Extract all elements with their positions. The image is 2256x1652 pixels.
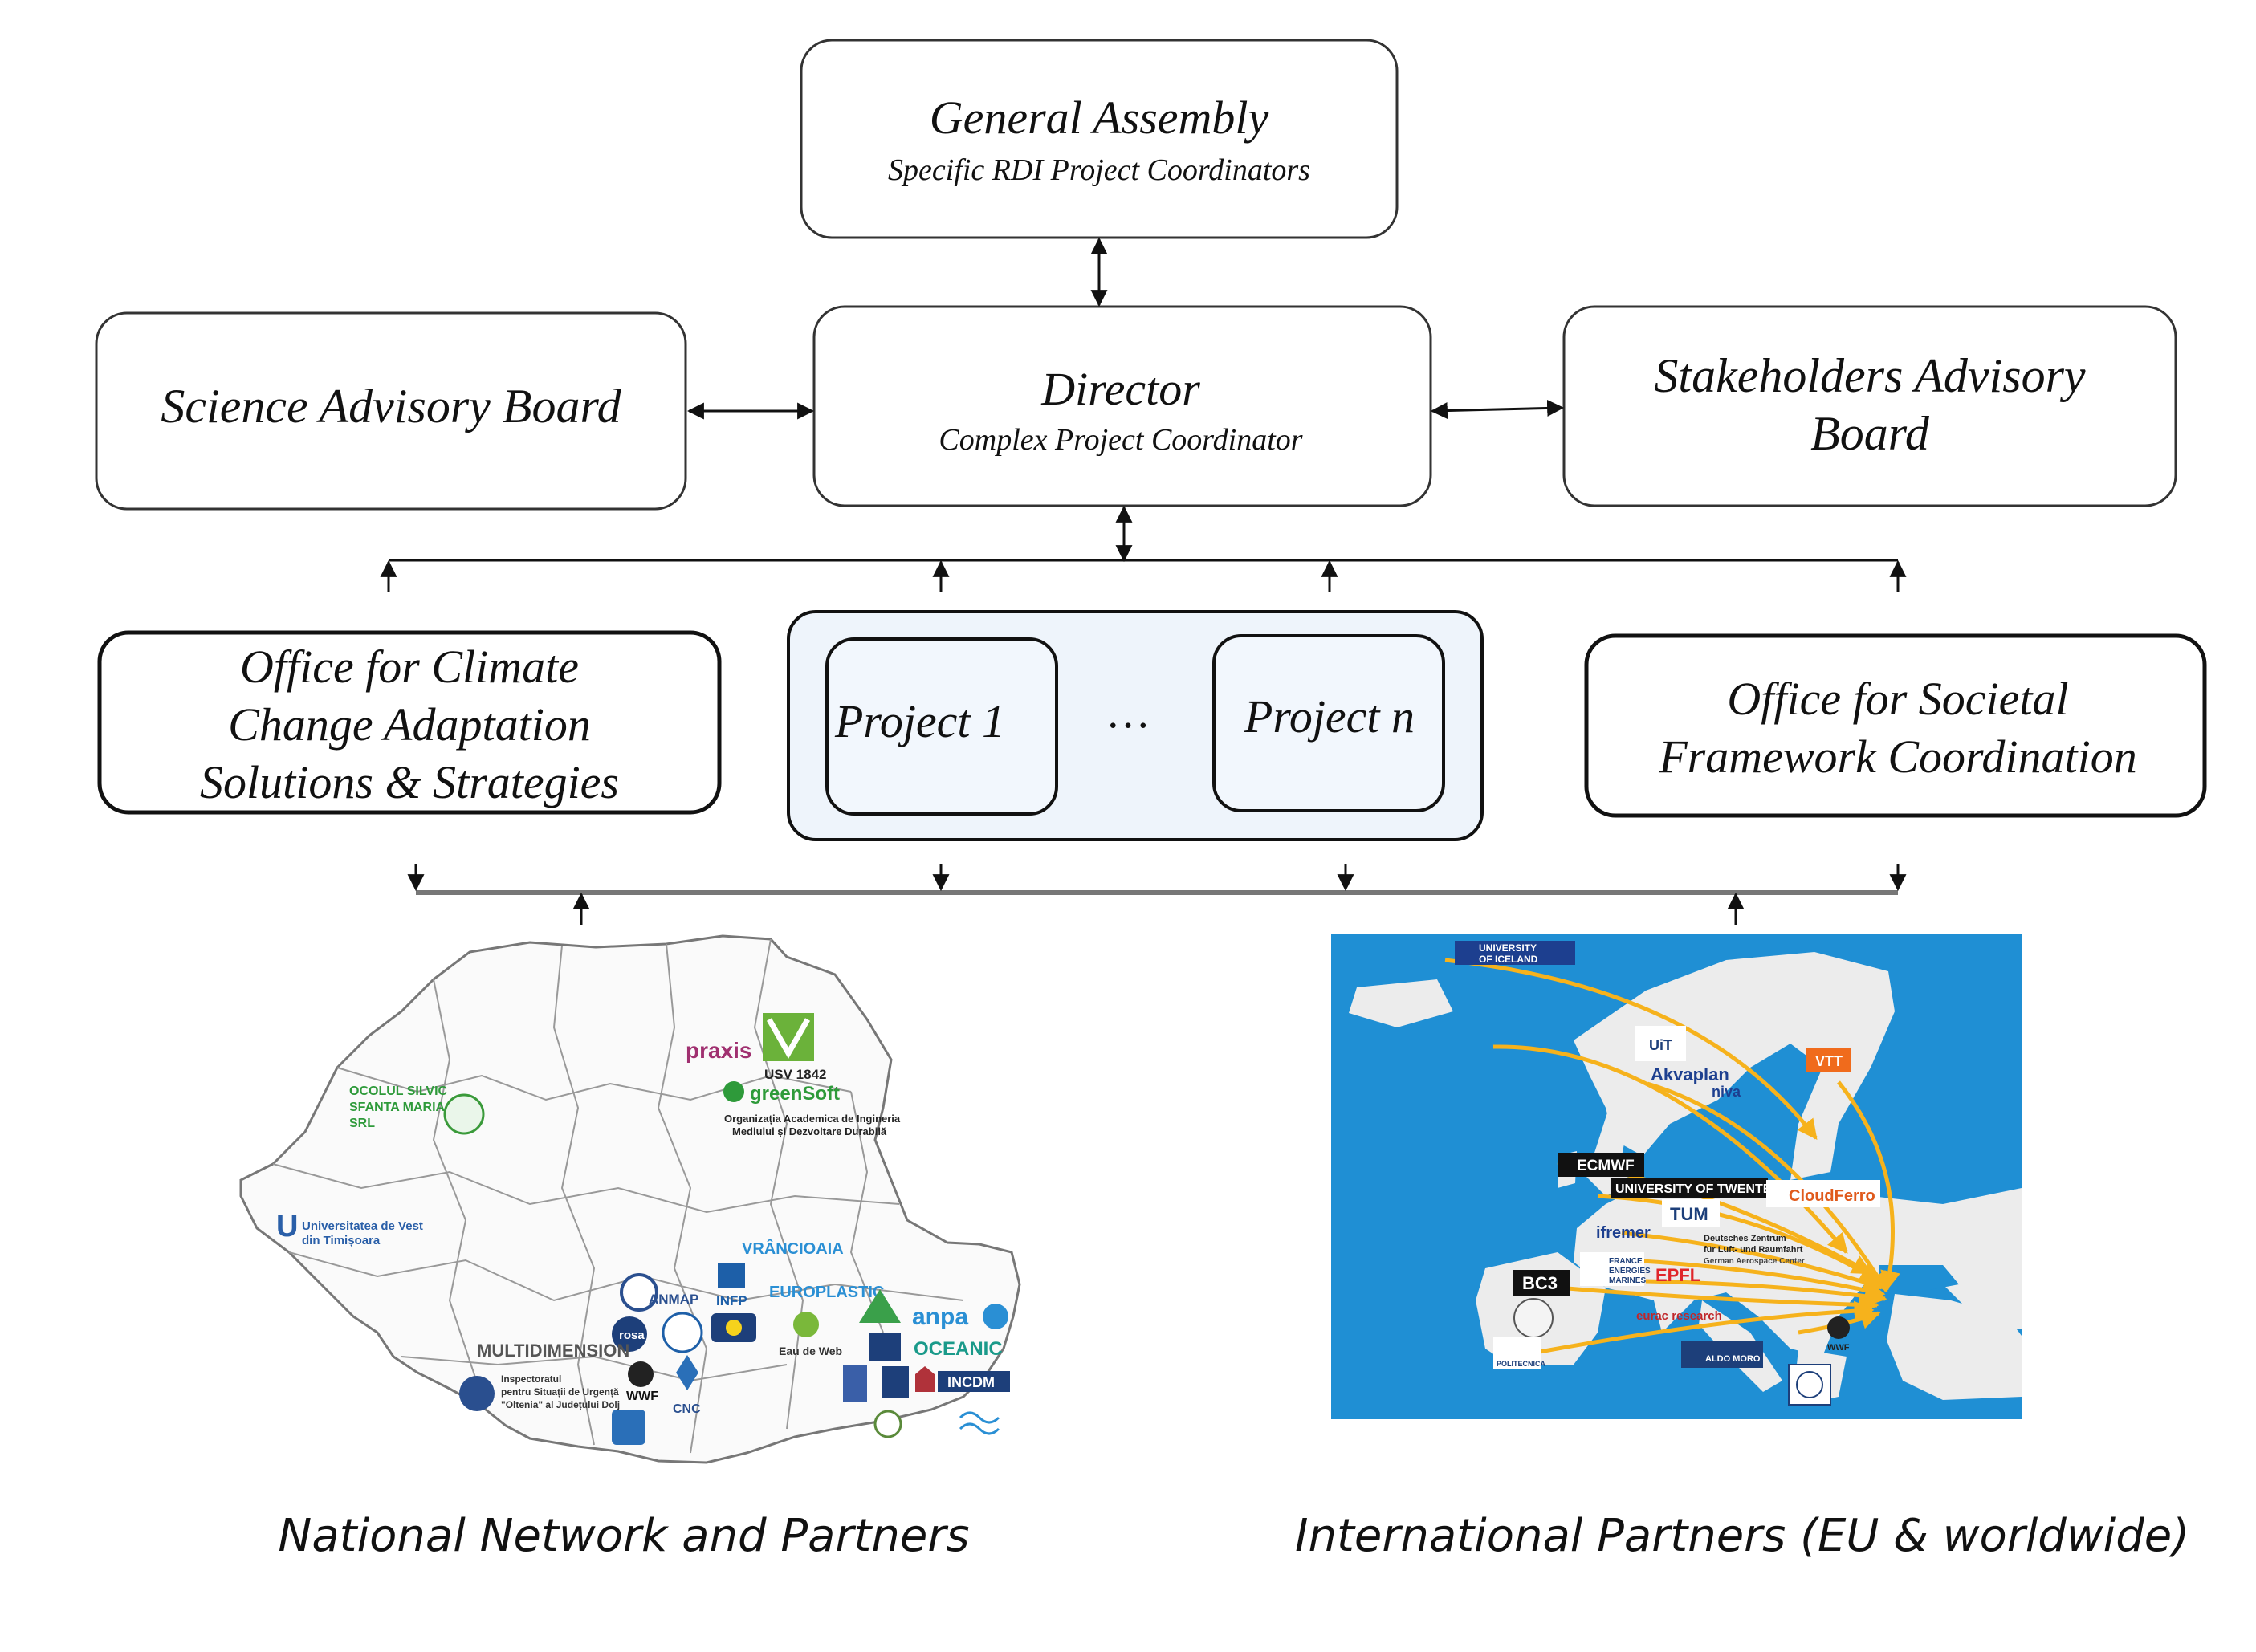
oceanic-logo: OCEANIC bbox=[914, 1338, 1003, 1360]
project-n-box bbox=[1212, 634, 1445, 812]
connectors bbox=[380, 237, 1907, 925]
wave-logo bbox=[959, 1411, 1000, 1435]
climate-office-line3: Solutions & Strategies bbox=[200, 756, 619, 808]
director-title: Director bbox=[1040, 363, 1200, 415]
multidimension-logo: MULTIDIMENSION bbox=[477, 1341, 629, 1361]
vtt-logo: VTT bbox=[1815, 1053, 1843, 1069]
greensoft-logo: greenSoft bbox=[750, 1083, 840, 1105]
ocolul-silvic-logo-line2: SFANTA MARIA bbox=[349, 1101, 446, 1114]
project-ellipsis: … bbox=[1109, 688, 1149, 738]
cloudferro-logo: CloudFerro bbox=[1789, 1187, 1875, 1205]
societal-office-line1: Office for Societal bbox=[1727, 673, 2068, 725]
oaimdd-logo-line1: Organizația Academica de Ingineria bbox=[724, 1113, 901, 1125]
rosa-logo: rosa bbox=[619, 1329, 645, 1342]
greek-university-logo bbox=[1788, 1364, 1831, 1406]
project-1-box bbox=[825, 637, 1058, 816]
wwf-logo: WWF bbox=[626, 1390, 658, 1403]
dlr-logo-line1: Deutsches Zentrum bbox=[1704, 1234, 1786, 1243]
director-subtitle: Complex Project Coordinator bbox=[939, 423, 1302, 457]
project-1-label: Project 1 bbox=[834, 695, 1005, 747]
eau-de-web-logo: Eau de Web bbox=[779, 1345, 842, 1357]
isu-logo-line3: "Oltenia" al Județului Dolj bbox=[501, 1399, 620, 1410]
wwf-international-logo: WWF bbox=[1827, 1343, 1850, 1353]
epfl-logo: EPFL bbox=[1655, 1265, 1700, 1285]
general-assembly-box: General Assembly Specific RDI Project Co… bbox=[800, 39, 1399, 239]
wwf-panda-icon bbox=[628, 1361, 654, 1387]
france-energies-logo-line3: MARINES bbox=[1609, 1276, 1646, 1285]
uvt-logo-line2: din Timișoara bbox=[302, 1234, 381, 1247]
general-assembly-subtitle: Specific RDI Project Coordinators bbox=[888, 153, 1310, 187]
tum-logo: TUM bbox=[1670, 1204, 1708, 1224]
ocolul-silvic-logo-line1: OCOLUL SILVIC bbox=[349, 1084, 448, 1098]
ocolul-silvic-logo-line3: SRL bbox=[349, 1117, 375, 1130]
ifremer-logo: ifremer bbox=[1596, 1224, 1651, 1242]
niva-logo: niva bbox=[1712, 1084, 1741, 1100]
isu-logo-line2: pentru Situații de Urgență bbox=[501, 1386, 619, 1398]
eurac-logo: eurac research bbox=[1636, 1309, 1722, 1323]
societal-office-box: Office for Societal Framework Coordinati… bbox=[1584, 633, 2207, 818]
forestry-faculty-logo bbox=[443, 1093, 485, 1135]
politecnica-logo: POLITECNICA bbox=[1497, 1360, 1546, 1368]
infp-logo: INFP bbox=[716, 1293, 747, 1308]
praxis-logo: praxis bbox=[686, 1038, 752, 1063]
general-assembly-title: General Assembly bbox=[930, 92, 1269, 144]
usv-logo: USV 1842 bbox=[764, 1067, 827, 1082]
europe-map: UNIVERSITY OF ICELAND UiT Akvaplan niva … bbox=[1331, 934, 2022, 1419]
projects-panel: Project 1 … Project n bbox=[787, 610, 1484, 841]
science-advisory-board-label: Science Advisory Board bbox=[161, 380, 621, 433]
climate-office-box: Office for Climate Change Adaptation Sol… bbox=[97, 630, 722, 815]
iceland-logo-line1: UNIVERSITY bbox=[1479, 942, 1537, 954]
dlr-logo-line2: für Luft- und Raumfahrt bbox=[1704, 1245, 1803, 1255]
stakeholders-board-line2: Board bbox=[1810, 407, 1930, 460]
aldo-moro-logo: ALDO MORO bbox=[1705, 1354, 1761, 1364]
ecmwf-logo: ECMWF bbox=[1577, 1158, 1635, 1174]
national-caption: National Network and Partners bbox=[278, 1510, 969, 1562]
anmap-logo-mark bbox=[620, 1273, 658, 1312]
europlastic-logo: EUROPLASTIC bbox=[769, 1284, 884, 1301]
eau-de-web-logo-mark bbox=[793, 1312, 819, 1337]
romania-map: OCOLUL SILVIC SFANTA MARIA SRL praxis US… bbox=[239, 934, 1021, 1464]
university-seal-logo bbox=[1513, 1298, 1554, 1338]
international-caption: International Partners (EU & worldwide) bbox=[1295, 1510, 2189, 1562]
iceland-logo-line2: OF ICELAND bbox=[1479, 954, 1538, 965]
uvt-logo-line1: Universitatea de Vest bbox=[302, 1219, 423, 1233]
water-drop-icon bbox=[983, 1304, 1008, 1329]
stakeholders-advisory-board-box: Stakeholders Advisory Board bbox=[1562, 305, 2177, 507]
wwf-international-panda-icon bbox=[1827, 1316, 1850, 1339]
anmap-logo: ANMAP bbox=[649, 1292, 698, 1307]
climate-office-line1: Office for Climate bbox=[240, 641, 579, 693]
twente-logo: UNIVERSITY OF TWENTE. bbox=[1615, 1182, 1775, 1196]
oaimdd-logo-line2: Mediului și Dezvoltare Durabilă bbox=[732, 1125, 887, 1137]
director-box: Director Complex Project Coordinator bbox=[812, 305, 1432, 507]
project-n-label: Project n bbox=[1244, 690, 1415, 743]
stakeholders-board-line1: Stakeholders Advisory bbox=[1654, 349, 2085, 402]
france-energies-logo-line2: ENERGIES bbox=[1609, 1267, 1651, 1276]
rosa-logo-mark bbox=[612, 1316, 647, 1352]
cnc-logo: CNC bbox=[673, 1402, 701, 1416]
france-energies-logo-line1: FRANCE bbox=[1609, 1257, 1643, 1266]
isu-logo-mark bbox=[459, 1376, 495, 1411]
uit-logo: UiT bbox=[1649, 1037, 1672, 1053]
bc3-logo: BC3 bbox=[1522, 1273, 1558, 1293]
anpa-logo: anpa bbox=[912, 1304, 968, 1330]
incdm-logo: INCDM bbox=[947, 1374, 995, 1390]
science-advisory-board-box: Science Advisory Board bbox=[95, 311, 687, 511]
akvaplan-logo: Akvaplan bbox=[1651, 1064, 1729, 1084]
vrancioaia-logo: VRÂNCIOAIA bbox=[742, 1239, 844, 1258]
shield-logo bbox=[612, 1410, 645, 1445]
eco-logo bbox=[873, 1410, 902, 1438]
societal-office-line2: Framework Coordination bbox=[1658, 730, 2137, 783]
uvt-logo-mark: U bbox=[276, 1210, 298, 1243]
dlr-logo-line3: German Aerospace Center bbox=[1704, 1257, 1805, 1266]
isu-logo-line1: Inspectoratul bbox=[501, 1373, 561, 1385]
climate-office-line2: Change Adaptation bbox=[228, 698, 591, 751]
